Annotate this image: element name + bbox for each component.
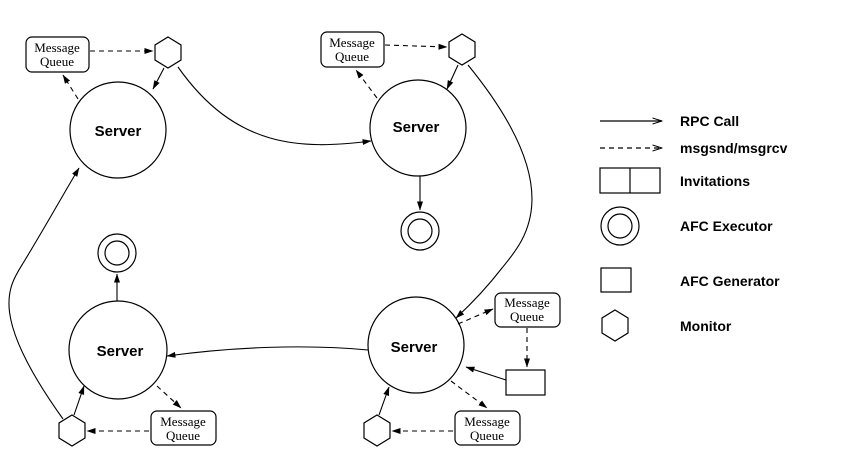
rpc-arrow-monitor-bl-to-server-bl (73, 385, 85, 416)
server-bottom-right: Server (367, 296, 465, 394)
server-label: Server (97, 343, 144, 360)
rpc-arrow-server-br-to-server-bl (166, 346, 369, 358)
msgsnd-edges (62, 43, 530, 434)
message-queue-top-right: Message Queue (320, 31, 385, 68)
legend-monitor: Monitor (601, 309, 732, 342)
msg-arrow-br-server-to-queue-bottom (450, 380, 488, 409)
legend: RPC Call msgsnd/msgrcv Invitations AFC E… (599, 113, 788, 342)
queue-line2: Queue (40, 54, 74, 69)
server-label: Server (391, 339, 438, 356)
message-queue-bottom-right: Message Queue (454, 410, 521, 446)
afc-executor-bottom-left (97, 233, 137, 273)
legend-afc-executor: AFC Executor (600, 206, 773, 246)
queue-line1: Message (34, 40, 80, 55)
server-bottom-left: Server (68, 300, 168, 400)
legend-afc-executor-label: AFC Executor (680, 218, 773, 234)
msg-arrow-br-server-to-queue-right (457, 308, 494, 325)
legend-invitations: Invitations (599, 167, 750, 194)
queue-line1: Message (464, 414, 510, 429)
monitor-icon (601, 309, 629, 342)
queue-line2: Queue (335, 49, 369, 64)
message-queue-bottom-left: Message Queue (150, 410, 217, 446)
legend-afc-generator-label: AFC Generator (680, 273, 780, 289)
msg-arrow-tr-server-to-queue (355, 69, 378, 99)
monitor-bottom-left (58, 414, 86, 447)
server-top-left: Server (69, 81, 167, 179)
rpc-call-edges (8, 64, 533, 420)
legend-invitations-label: Invitations (680, 173, 750, 189)
queue-line2: Queue (510, 309, 544, 324)
afc-executor-top-right (400, 211, 440, 251)
afc-generator-box (505, 369, 546, 396)
rpc-arrow-monitor-tr-to-server-tr (446, 64, 459, 90)
message-queue-top-left: Message Queue (25, 36, 90, 73)
monitor-top-right (448, 33, 476, 66)
rpc-arrow-monitor-tl-to-server-tl (152, 67, 165, 90)
queue-line1: Message (160, 414, 206, 429)
queue-line2: Queue (470, 428, 504, 443)
rpc-arrow-monitor-br-to-server-br (378, 386, 390, 416)
legend-msgsnd: msgsnd/msgrcv (600, 140, 788, 156)
legend-afc-generator: AFC Generator (600, 267, 780, 293)
legend-msgsnd-label: msgsnd/msgrcv (680, 140, 788, 156)
queue-line1: Message (329, 35, 375, 50)
monitor-bottom-right (363, 414, 391, 447)
legend-rpc-call: RPC Call (600, 113, 739, 129)
message-queue-right: Message Queue (494, 292, 561, 328)
server-label: Server (95, 123, 142, 140)
queue-line2: Queue (166, 428, 200, 443)
server-label: Server (393, 119, 440, 136)
rpc-arrow-generator-to-server-br (465, 366, 507, 381)
msg-arrow-bl-server-to-queue (156, 385, 182, 409)
rpc-arrow-monitor-tl-to-server-tr (177, 66, 372, 146)
msg-arrow-tl-server-to-queue (62, 74, 79, 100)
msg-arrow-tr-queue-to-monitor (384, 43, 448, 50)
rpc-arrow-monitor-tr-to-server-br (455, 64, 533, 319)
legend-monitor-label: Monitor (680, 318, 732, 334)
queue-line1: Message (504, 295, 550, 310)
monitor-top-left (154, 36, 182, 69)
rpc-arrow-monitor-bl-to-server-tl (8, 167, 80, 420)
server-top-right: Server (369, 79, 467, 177)
legend-rpc-call-label: RPC Call (680, 113, 739, 129)
